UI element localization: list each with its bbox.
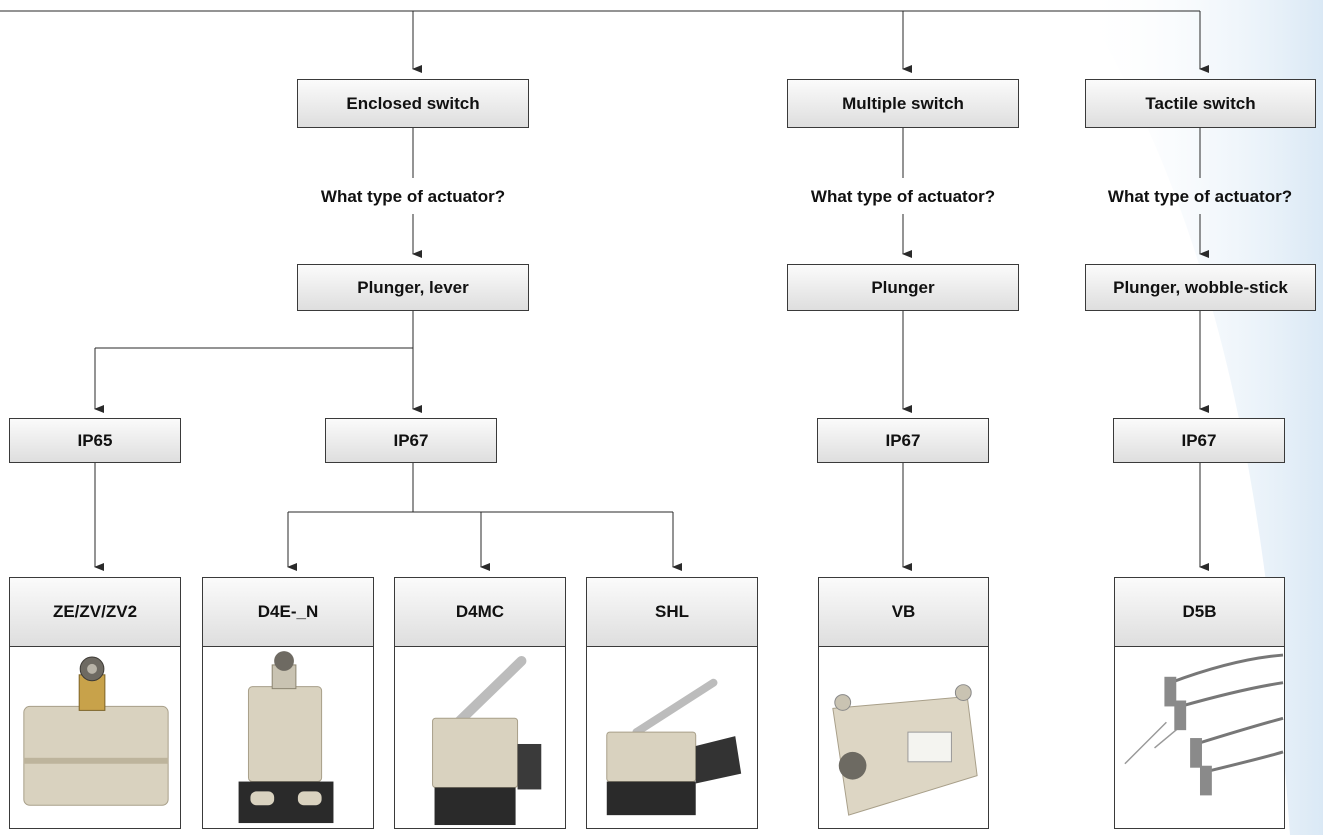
product-name: D5B bbox=[1115, 578, 1284, 647]
enclosed-switch-node: Enclosed switch bbox=[297, 79, 529, 128]
roller-plunger-switch-photo bbox=[203, 648, 373, 838]
wobble-stick-sensor-photo bbox=[1115, 648, 1284, 838]
plunger-wobble-stick-node: Plunger, wobble-stick bbox=[1085, 264, 1316, 311]
product-name: D4E-_N bbox=[203, 578, 373, 647]
product-name: VB bbox=[819, 578, 988, 647]
multiple-switch-photo bbox=[819, 648, 988, 838]
hinge-lever-switch-photo bbox=[395, 648, 565, 838]
product-name: ZE/ZV/ZV2 bbox=[10, 578, 180, 647]
product-card-vb: VB bbox=[818, 577, 989, 829]
product-name: SHL bbox=[587, 578, 757, 647]
plunger-node: Plunger bbox=[787, 264, 1019, 311]
actuator-question-tactile: What type of actuator? bbox=[1107, 187, 1293, 206]
product-card-d4e-n: D4E-_N bbox=[202, 577, 374, 829]
actuator-question-multiple: What type of actuator? bbox=[810, 187, 996, 206]
actuator-question-enclosed: What type of actuator? bbox=[320, 187, 506, 206]
roller-plunger-switch-photo bbox=[10, 648, 180, 838]
product-card-shl: SHL bbox=[586, 577, 758, 829]
hinge-lever-switch-photo bbox=[587, 648, 757, 838]
ip67-tactile-node: IP67 bbox=[1113, 418, 1285, 463]
ip65-node: IP65 bbox=[9, 418, 181, 463]
multiple-switch-node: Multiple switch bbox=[787, 79, 1019, 128]
product-card-ze-zv-zv2: ZE/ZV/ZV2 bbox=[9, 577, 181, 829]
product-card-d5b: D5B bbox=[1114, 577, 1285, 829]
plunger-lever-node: Plunger, lever bbox=[297, 264, 529, 311]
tactile-switch-node: Tactile switch bbox=[1085, 79, 1316, 128]
product-card-d4mc: D4MC bbox=[394, 577, 566, 829]
ip67-enclosed-node: IP67 bbox=[325, 418, 497, 463]
product-name: D4MC bbox=[395, 578, 565, 647]
ip67-multiple-node: IP67 bbox=[817, 418, 989, 463]
